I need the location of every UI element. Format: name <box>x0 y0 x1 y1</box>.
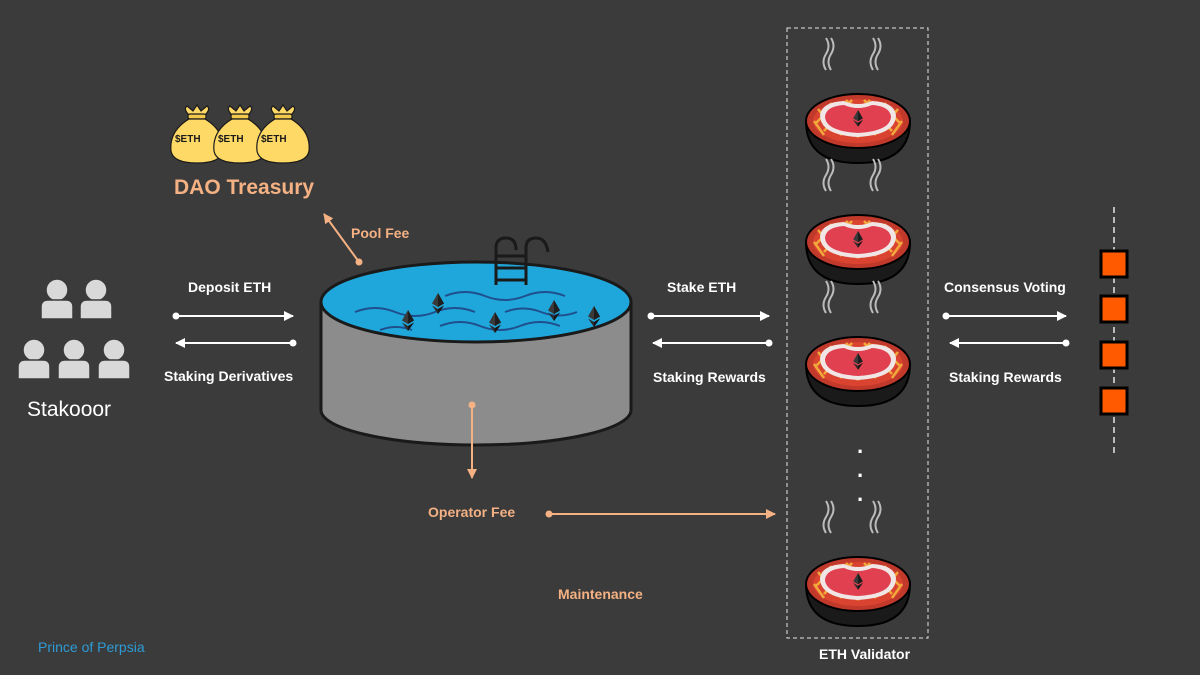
consensus-voting-label: Consensus Voting <box>944 279 1066 295</box>
deposit-arrow <box>172 311 294 321</box>
bag-label: $ETH <box>218 134 244 145</box>
grill-steak-icon <box>806 38 910 626</box>
staking-derivatives-label: Staking Derivatives <box>164 368 294 384</box>
operator-fee-label: Operator Fee <box>428 504 516 520</box>
swimming-pool-icon <box>319 260 633 447</box>
derivatives-arrow <box>175 338 297 348</box>
bag-label: $ETH <box>175 134 201 145</box>
deposit-eth-label: Deposit ETH <box>188 279 272 295</box>
operator-fee-arrow <box>545 509 776 519</box>
stakooor-label: Stakooor <box>27 398 112 421</box>
validator-ellipsis: · · · <box>857 439 865 512</box>
author-credit: Prince of Perpsia <box>38 639 145 655</box>
stake-eth-label: Stake ETH <box>667 279 737 295</box>
pool-ladder-icon <box>494 236 550 285</box>
chain-rewards-arrow <box>949 338 1070 348</box>
stake-arrow <box>647 311 770 321</box>
eth-validator-label: ETH Validator <box>819 646 911 662</box>
people-group-icon <box>17 278 131 380</box>
staking-rewards-label: Staking Rewards <box>653 369 766 385</box>
pool-fee-label: Pool Fee <box>351 225 410 241</box>
bag-label: $ETH <box>261 134 287 145</box>
chain-staking-rewards-label: Staking Rewards <box>949 369 1062 385</box>
maintenance-label: Maintenance <box>558 586 643 602</box>
dao-treasury-title: DAO Treasury <box>174 176 315 199</box>
pool-fee-arrow <box>323 213 363 266</box>
operator-fee-down-arrow <box>467 401 477 479</box>
validator-group-box <box>786 27 929 639</box>
rewards-arrow <box>652 338 773 348</box>
voting-arrow <box>942 311 1067 321</box>
